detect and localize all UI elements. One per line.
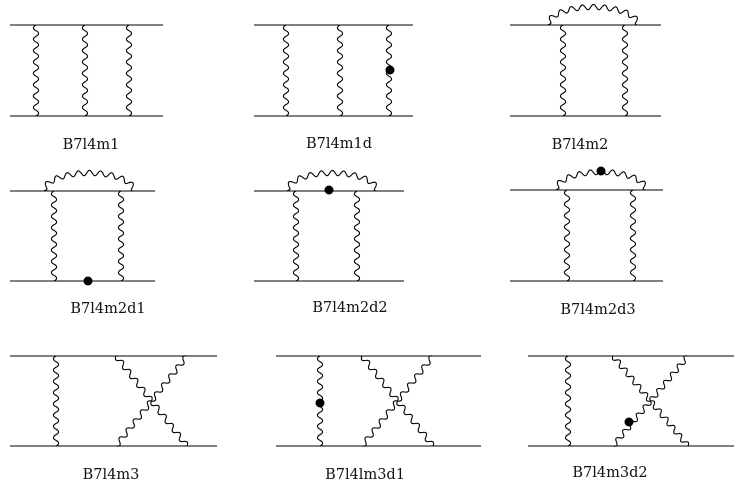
wavy-arc	[547, 3, 638, 26]
wavy-rung	[117, 190, 125, 282]
diagram-label: B7l4m2d2	[312, 300, 387, 316]
diagram-b7l4m3d2: B7l4m3d2	[528, 355, 734, 481]
wavy-rung	[50, 190, 58, 282]
diagram-b7l4m3: B7l4m3	[10, 355, 217, 483]
diagram-label: B7l4m3d2	[572, 465, 647, 481]
diagram-label: B7l4m2d1	[70, 301, 145, 317]
wavy-rung	[282, 24, 290, 117]
wavy-rung	[559, 24, 567, 117]
wavy-cross-line	[361, 355, 434, 447]
diagram-b7l4m2d2: B7l4m2d2	[254, 169, 404, 316]
diagram-label: B7l4m1d	[306, 136, 372, 152]
wavy-rung	[336, 24, 344, 117]
wavy-rung	[621, 24, 629, 117]
wavy-rung	[629, 189, 637, 282]
wavy-rung	[292, 190, 300, 282]
diagram-label: B7l4lm3d1	[325, 467, 405, 483]
diagram-b7l4m1d: B7l4m1d	[254, 24, 413, 152]
insertion-dot	[596, 166, 606, 176]
diagram-b7l4m2: B7l4m2	[510, 3, 661, 153]
wavy-rung	[125, 24, 133, 117]
diagram-b7l4lm3d1: B7l4lm3d1	[276, 355, 481, 483]
wavy-rung	[81, 24, 89, 117]
diagram-label: B7l4m1	[63, 137, 120, 153]
insertion-dot	[324, 185, 334, 195]
wavy-arc	[43, 169, 134, 192]
insertion-dot	[315, 398, 325, 408]
wavy-rung	[563, 189, 571, 282]
insertion-dot	[624, 417, 634, 427]
wavy-arc	[286, 169, 377, 192]
diagram-label: B7l4m2	[552, 137, 609, 153]
diagram-b7l4m2d1: B7l4m2d1	[10, 169, 155, 317]
diagram-label: B7l4m3	[83, 467, 140, 483]
insertion-dot	[83, 276, 93, 286]
wavy-rung	[564, 355, 572, 447]
diagram-b7l4m2d3: B7l4m2d3	[510, 166, 663, 318]
diagram-label: B7l4m2d3	[560, 302, 635, 318]
wavy-cross-line	[612, 355, 689, 447]
wavy-rung	[52, 355, 60, 447]
wavy-rung	[353, 190, 361, 282]
diagram-b7l4m1: B7l4m1	[10, 24, 163, 153]
wavy-cross-line	[115, 355, 188, 447]
wavy-rung	[32, 24, 40, 117]
insertion-dot	[385, 65, 395, 75]
